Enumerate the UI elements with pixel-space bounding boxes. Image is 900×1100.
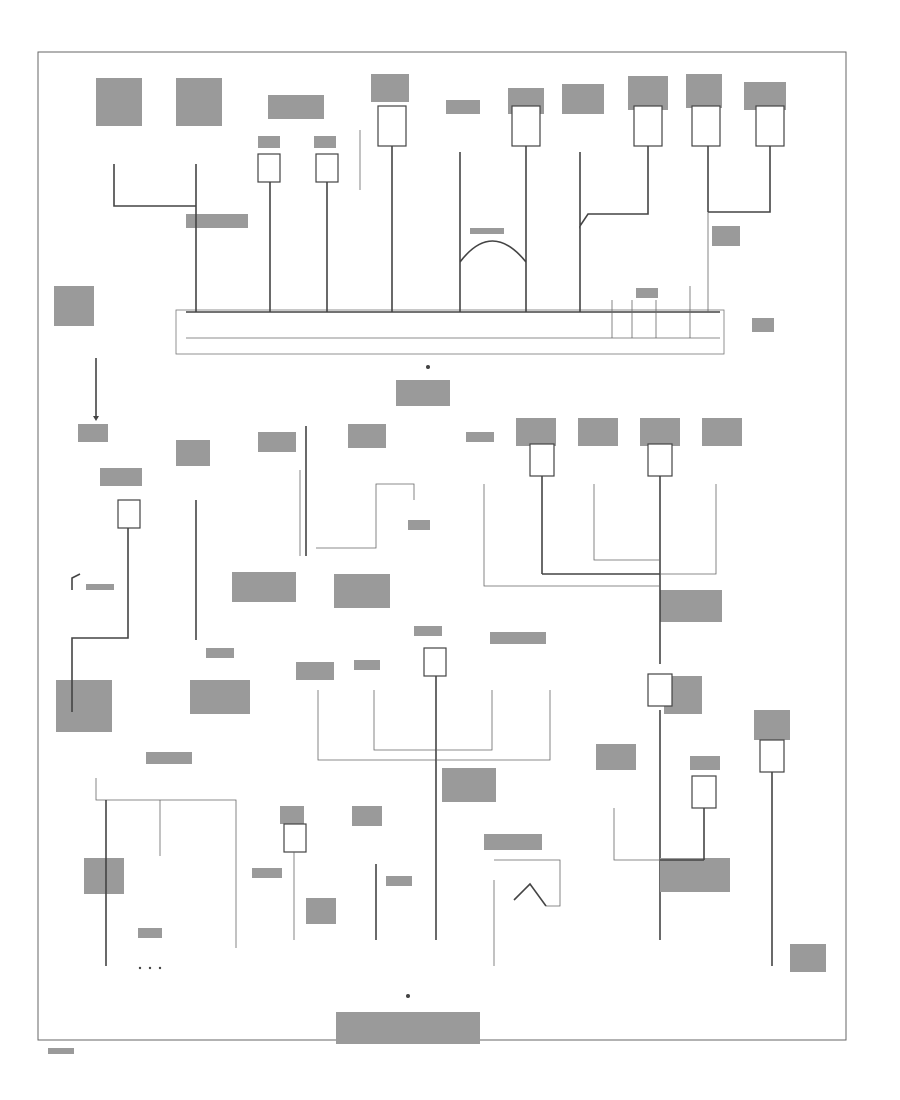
top-ground-bus — [175, 309, 725, 369]
top-components — [54, 74, 786, 442]
bottom-components — [48, 710, 826, 1054]
middle-components — [56, 418, 742, 940]
